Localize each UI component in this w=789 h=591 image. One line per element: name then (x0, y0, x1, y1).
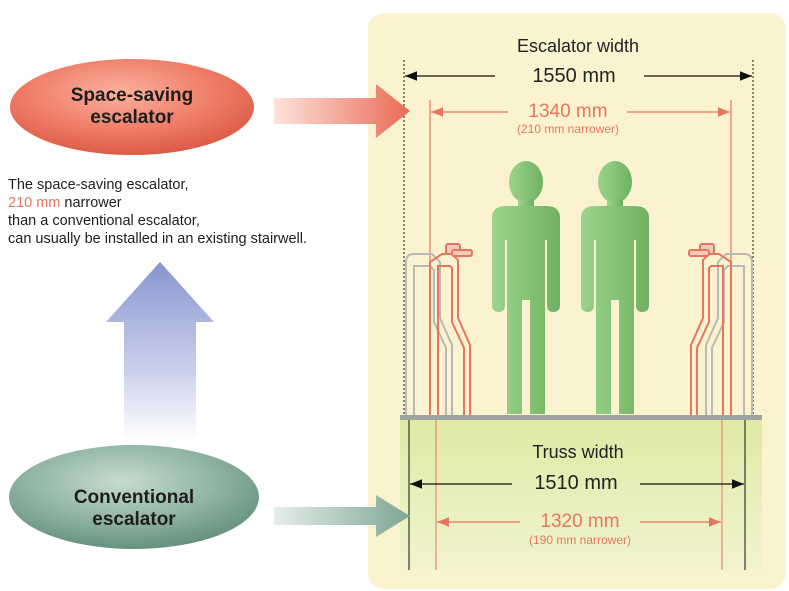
escalator-width-value: 1550 mm (532, 65, 616, 87)
escalator-width-label: Escalator width (516, 36, 640, 56)
balustrade-right-space-saving (688, 243, 732, 415)
balustrade-left-conventional (405, 253, 453, 415)
conventional-title: Conventional escalator (34, 487, 234, 531)
truss-region (400, 419, 762, 569)
truss-width-value: 1510 mm (534, 472, 618, 494)
truss-space-saving-value: 1320 mm (540, 511, 620, 532)
conventional-title-line1: Conventional (73, 487, 195, 508)
person-figure-1 (492, 161, 560, 414)
space-saving-width-note: (210 mm narrower) (516, 122, 620, 136)
description-line2-rest: narrower (60, 195, 122, 211)
conventional-title-line2: escalator (92, 509, 176, 530)
floor-bar (400, 415, 762, 420)
space-saving-width-value: 1340 mm (528, 101, 608, 122)
person-figure-2 (581, 161, 649, 414)
up-arrow (106, 262, 214, 440)
description-highlight: 210 mm (8, 195, 61, 211)
description-line1: The space-saving escalator, (8, 177, 189, 193)
conventional-oval (9, 445, 259, 549)
description-text: The space-saving escalator, 210 mm narro… (8, 176, 307, 248)
space-saving-oval (10, 59, 254, 155)
description-line2: 210 mm narrower (8, 194, 307, 212)
space-saving-title-line1: Space-saving (70, 85, 194, 106)
space-saving-title-line2: escalator (90, 107, 174, 128)
description-line4: can usually be installed in an existing … (8, 231, 308, 247)
truss-space-saving-note: (190 mm narrower) (528, 533, 632, 547)
balustrade-left-space-saving (429, 243, 473, 415)
truss-width-label: Truss width (532, 442, 624, 462)
space-saving-arrow (274, 84, 410, 138)
description-line3: than a conventional escalator, (8, 213, 200, 229)
space-saving-title: Space-saving escalator (32, 85, 232, 129)
conventional-arrow (274, 495, 410, 537)
